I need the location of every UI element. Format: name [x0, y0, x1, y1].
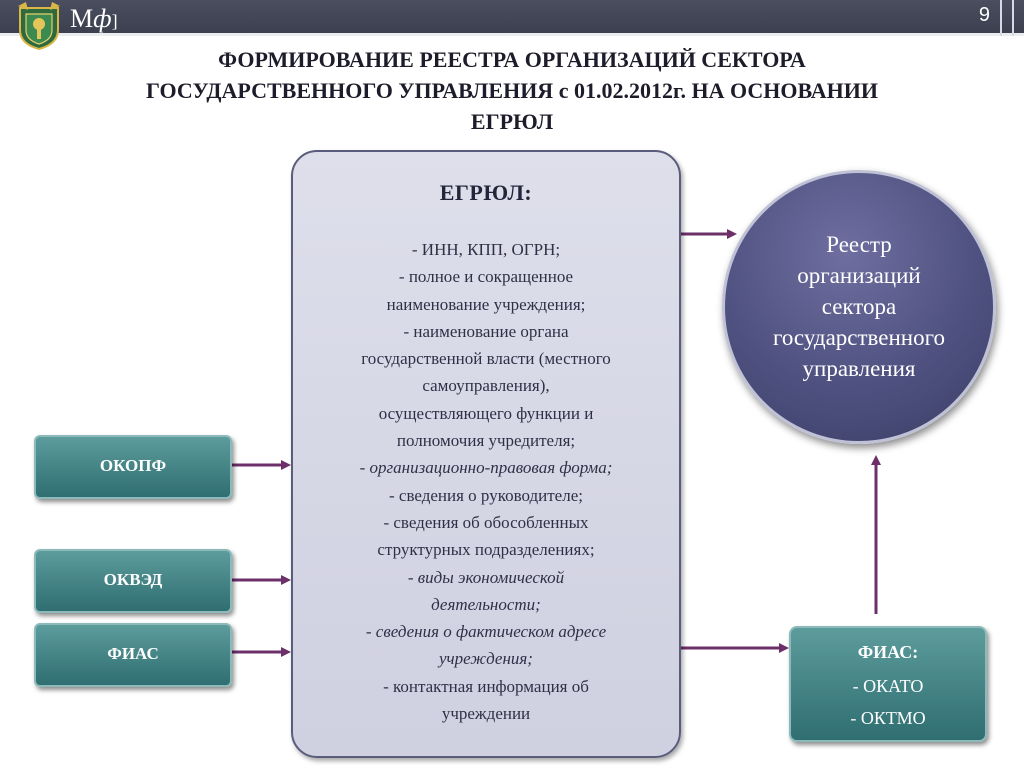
egrul-field: учреждения; [439, 649, 533, 669]
egrul-field: - контактная информация об [383, 676, 589, 696]
fias-box-oktmo: - ОКТМО [850, 708, 926, 728]
fias-box-title: ФИАС: [857, 642, 919, 662]
top-bar-divider [1000, 0, 1002, 36]
egrul-field: - виды экономической [407, 567, 565, 587]
egrul-field: осуществляющего функции и [378, 403, 594, 423]
top-bar-divider [1012, 0, 1014, 36]
registry-label: Реестр организаций сектора государственн… [773, 232, 945, 381]
egrul-fields-list: - ИНН, КПП, ОГРН; - полное и сокращенное… [303, 236, 669, 727]
egrul-field: - полное и сокращенное [398, 267, 574, 287]
egrul-field: учреждении [441, 704, 531, 724]
egrul-title: ЕГРЮЛ: [439, 180, 533, 205]
fias-box: ФИАС: - ОКАТО - ОКТМО [789, 626, 987, 742]
egrul-field: структурных подразделениях; [377, 540, 595, 560]
egrul-field: - ИНН, КПП, ОГРН; [411, 240, 561, 259]
okved-box: ОКВЭД [34, 549, 232, 613]
top-bar-stripe [0, 33, 1024, 36]
fias-box-okato: - ОКАТО [852, 676, 924, 696]
egrul-field: - организационно-правовая форма; [359, 458, 613, 478]
slide-title: ФОРМИРОВАНИЕ РЕЕСТРА ОРГАНИЗАЦИЙ СЕКТОРА… [146, 47, 878, 134]
brand-logo-text: Мф] [70, 4, 118, 33]
egrul-field: - сведения об обособленных [383, 512, 589, 532]
egrul-field: государственной власти (местного [361, 349, 611, 369]
egrul-field: деятельности; [431, 594, 541, 614]
top-bar [0, 0, 1024, 36]
egrul-field: - сведения о руководителе; [389, 485, 583, 505]
egrul-field: - наименование органа [403, 321, 569, 341]
egrul-field: наименование учреждения; [386, 294, 586, 314]
fias-source-box: ФИАС [34, 623, 232, 687]
egrul-field: полномочия учредителя; [396, 431, 576, 451]
registry-circle: Реестр организаций сектора государственн… [722, 170, 996, 444]
okopf-box: ОКОПФ [34, 435, 232, 499]
egrul-field: - сведения о фактическом адресе [365, 622, 607, 642]
page-number: 9 [978, 4, 990, 26]
emblem-icon [18, 2, 60, 50]
egrul-field: самоуправления), [422, 376, 550, 396]
egrul-box: ЕГРЮЛ: - ИНН, КПП, ОГРН; - полное и сокр… [291, 150, 681, 758]
